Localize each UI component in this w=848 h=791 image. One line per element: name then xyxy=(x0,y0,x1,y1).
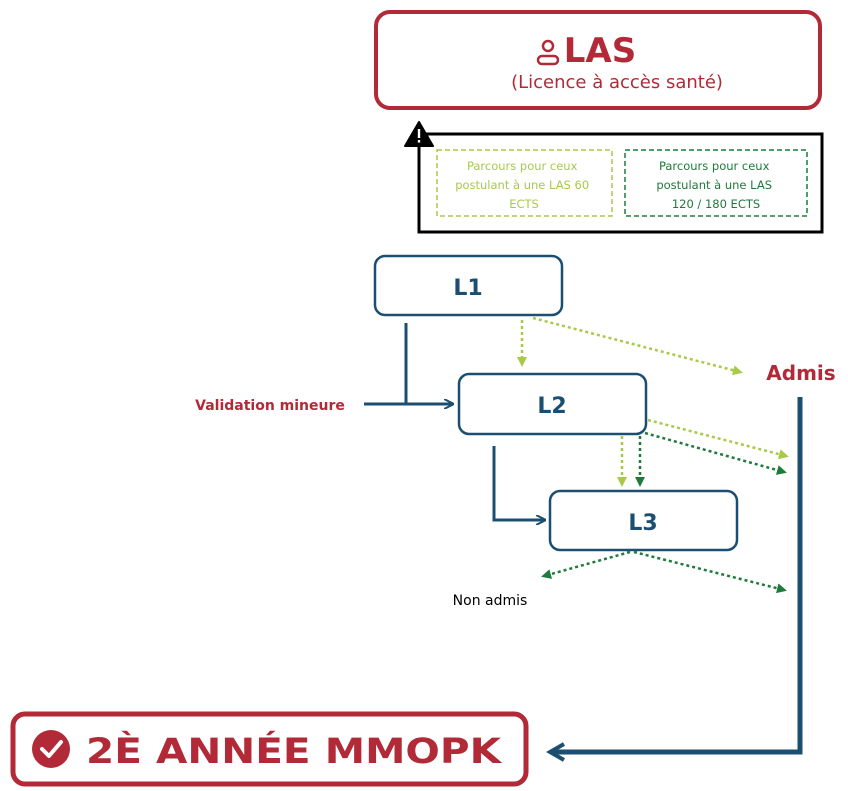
warning-icon xyxy=(404,121,434,147)
non-admis-label: Non admis xyxy=(453,593,528,609)
node-l3-label: L3 xyxy=(628,511,657,536)
admis-to-target-arrow xyxy=(552,397,803,752)
check-circle-icon xyxy=(32,730,70,768)
las120-connectors xyxy=(541,431,787,594)
l3-to-admis-las120 xyxy=(633,550,787,594)
admis-label: Admis xyxy=(766,361,835,385)
las-title: LAS xyxy=(564,31,636,71)
l3-to-non-admis xyxy=(541,550,631,579)
legend-las120-text: Parcours pour ceux postulant à une LAS 1… xyxy=(656,159,775,211)
solid-connectors xyxy=(364,323,803,752)
validation-mineure-label: Validation mineure xyxy=(195,398,345,414)
l2-to-l3-arrow xyxy=(492,446,544,520)
node-l3: L3 xyxy=(548,489,739,552)
node-l1-label: L1 xyxy=(453,276,482,301)
node-l2: L2 xyxy=(457,372,648,436)
l2-to-admis-las60 xyxy=(647,418,789,460)
las60-connectors xyxy=(517,316,789,487)
target-label: 2È ANNÉE MMOPK xyxy=(86,730,503,772)
legend-las60-text: Parcours pour ceux postulant à une LAS 6… xyxy=(455,159,593,211)
las-header-box: LAS (Licence à accès santé) xyxy=(374,10,822,110)
legend-box: Parcours pour ceux postulant à une LAS 6… xyxy=(404,121,824,234)
l2-to-admis-las120 xyxy=(644,431,787,475)
node-l1: L1 xyxy=(373,254,564,317)
las-subtitle: (Licence à accès santé) xyxy=(511,72,723,93)
l1-to-admis-las60 xyxy=(532,316,743,376)
legend-las60-box xyxy=(436,149,613,217)
target-box: 2È ANNÉE MMOPK xyxy=(10,711,529,787)
legend-las120-box xyxy=(624,149,808,217)
person-icon xyxy=(536,39,560,66)
node-l2-label: L2 xyxy=(537,394,566,419)
